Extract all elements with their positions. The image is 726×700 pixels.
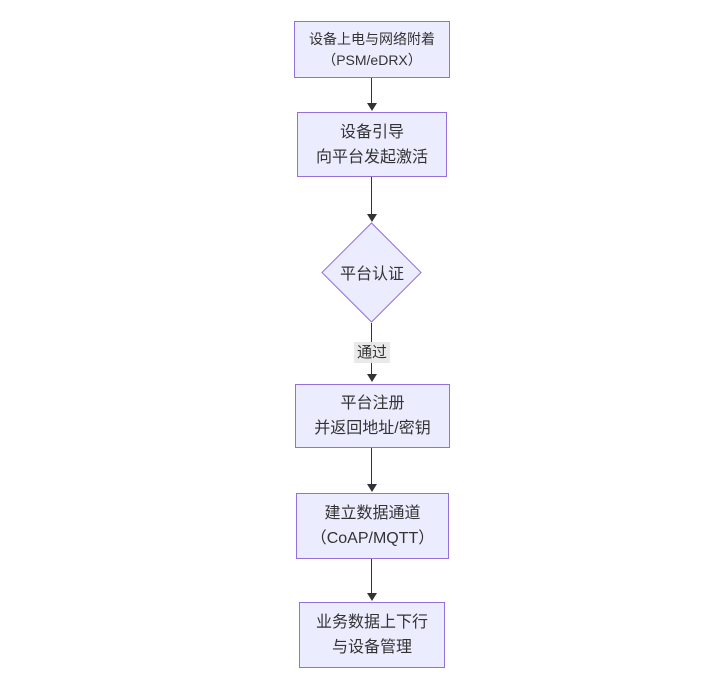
node-label-line: 设备上电与网络附着 [309, 30, 435, 47]
edge-label-pass: 通过 [353, 342, 391, 363]
node-label-line: 向平台发起激活 [315, 148, 428, 166]
node-label-line: 业务数据上下行 [315, 614, 428, 631]
arrowhead-down-icon [367, 103, 377, 111]
arrowhead-down-icon [367, 374, 377, 382]
flow-arrow-line-4 [371, 448, 372, 485]
node-platform-registration: 平台注册 并返回地址/密钥 [295, 384, 450, 448]
arrowhead-down-icon [367, 593, 377, 601]
node-label-line: 平台注册 [340, 395, 405, 412]
node-device-power-network-attach: 设备上电与网络附着 （PSM/eDRX） [294, 21, 450, 78]
flow-arrow-line-5 [371, 559, 372, 594]
decision-label: 平台认证 [339, 266, 405, 283]
node-label-line: 建立数据通道 [324, 505, 421, 522]
arrowhead-down-icon [367, 484, 377, 492]
flow-arrow-line-2 [371, 177, 372, 215]
node-business-data-device-management: 业务数据上下行 与设备管理 [299, 602, 445, 668]
flow-arrow-line-1 [371, 78, 372, 104]
node-label-line: 与设备管理 [331, 639, 412, 656]
node-label-line: （CoAP/MQTT） [310, 530, 435, 547]
node-label-line: 设备引导 [339, 123, 404, 141]
arrowhead-down-icon [367, 214, 377, 222]
node-device-bootstrap-activation: 设备引导 向平台发起激活 [297, 112, 447, 177]
node-data-channel-setup: 建立数据通道 （CoAP/MQTT） [296, 493, 449, 559]
node-label-line: 并返回地址/密钥 [314, 420, 431, 437]
node-label-line: （PSM/eDRX） [322, 51, 422, 68]
